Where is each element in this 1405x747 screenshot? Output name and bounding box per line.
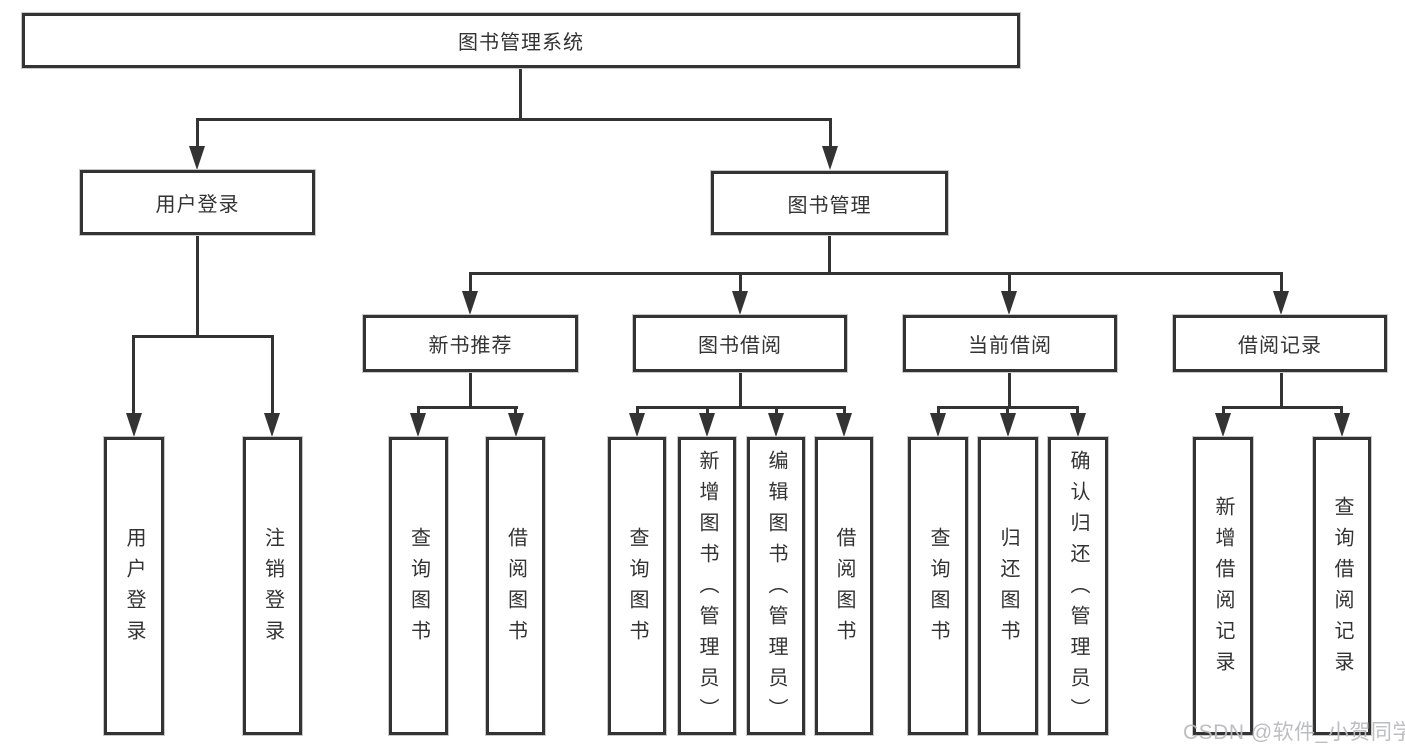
connector-level3-hline [469, 272, 1283, 275]
node-book-borrow: 图书借阅 [633, 315, 847, 372]
connector-sec3-stem [1008, 372, 1011, 408]
connector-sec4-drop [1280, 272, 1283, 297]
arrowhead-sec2-leaf4-icon [836, 413, 852, 437]
arrowhead-sec1-leaf1-icon [410, 413, 426, 437]
connector-sec3-leaf3-drop [1076, 406, 1079, 415]
connector-level2-hline [196, 118, 832, 121]
arrowhead-sec3-leaf1-icon [930, 413, 946, 437]
arrowhead-sec4-leaf2-icon [1334, 413, 1350, 437]
leaf-confirm-return-admin: 确认归还（管理员） [1048, 437, 1108, 735]
connector-sec4-hline [1222, 406, 1343, 409]
connector-user-hline [132, 335, 274, 338]
connector-sec2-hline [636, 406, 846, 409]
leaf-query-books-2: 查询图书 [608, 437, 666, 735]
node-borrow-records: 借阅记录 [1173, 315, 1387, 372]
arrowhead-sec1-leaf2-icon [508, 413, 524, 437]
connector-sec2-leaf4-drop [843, 406, 846, 415]
arrowhead-sec4-icon [1273, 291, 1289, 315]
arrowhead-user-login-icon [189, 146, 205, 170]
leaf-borrow-books-1: 借阅图书 [486, 437, 545, 735]
leaf-add-borrow-record: 新增借阅记录 [1193, 437, 1253, 735]
connector-user-stem [196, 235, 199, 337]
connector-sec3-drop [1008, 272, 1011, 297]
leaf-edit-book-admin: 编辑图书（管理员） [747, 437, 805, 735]
connector-user-leaf2-drop [271, 335, 274, 415]
connector-sec4-leaf1-drop [1222, 406, 1225, 415]
node-root-system: 图书管理系统 [22, 13, 1020, 68]
connector-sec3-leaf2-drop [1006, 406, 1009, 415]
leaf-add-book-admin: 新增图书（管理员） [678, 437, 736, 735]
arrowhead-sec2-icon [732, 291, 748, 315]
connector-mgmt-stem [828, 235, 831, 275]
leaf-logout: 注销登录 [243, 437, 302, 735]
connector-sec1-leaf2-drop [514, 406, 517, 415]
arrowhead-sec1-icon [462, 291, 478, 315]
arrowhead-sec2-leaf2-icon [699, 413, 715, 437]
leaf-query-books-1: 查询图书 [389, 437, 448, 735]
connector-sec1-hline [417, 406, 518, 409]
connector-sec4-stem [1280, 372, 1283, 408]
connector-sec2-leaf3-drop [775, 406, 778, 415]
node-user-login: 用户登录 [80, 170, 315, 235]
leaf-user-login: 用户登录 [104, 437, 164, 735]
connector-sec2-stem [739, 372, 742, 408]
connector-sec1-stem [469, 372, 472, 408]
connector-sec4-leaf2-drop [1340, 406, 1343, 415]
node-new-book-recommend: 新书推荐 [363, 315, 578, 372]
arrowhead-user-leaf2-icon [264, 413, 280, 437]
connector-sec2-drop [739, 272, 742, 297]
connector-sec2-leaf2-drop [706, 406, 709, 415]
connector-sec1-leaf1-drop [417, 406, 420, 415]
arrowhead-user-leaf1-icon [126, 413, 142, 437]
csdn-watermark: CSDN @软件_小贺同学 [1183, 721, 1405, 744]
leaf-return-book: 归还图书 [978, 437, 1038, 735]
connector-sec2-leaf1-drop [636, 406, 639, 415]
connector-user-login-drop [196, 118, 199, 150]
arrowhead-book-mgmt-icon [822, 146, 838, 170]
node-book-mgmt: 图书管理 [711, 171, 948, 235]
arrowhead-sec4-leaf1-icon [1215, 413, 1231, 437]
arrowhead-sec3-leaf3-icon [1070, 413, 1086, 437]
connector-user-leaf1-drop [132, 335, 135, 415]
connector-sec1-drop [469, 272, 472, 297]
node-current-borrow: 当前借阅 [903, 315, 1117, 372]
connector-sec3-leaf1-drop [937, 406, 940, 415]
leaf-borrow-books-2: 借阅图书 [815, 437, 873, 735]
connector-root-stem [519, 66, 522, 120]
leaf-query-books-3: 查询图书 [908, 437, 968, 735]
arrowhead-sec2-leaf3-icon [768, 413, 784, 437]
arrowhead-sec2-leaf1-icon [629, 413, 645, 437]
connector-book-mgmt-drop [829, 118, 832, 150]
arrowhead-sec3-leaf2-icon [1000, 413, 1016, 437]
arrowhead-sec3-icon [1001, 291, 1017, 315]
leaf-query-borrow-record: 查询借阅记录 [1313, 437, 1371, 735]
